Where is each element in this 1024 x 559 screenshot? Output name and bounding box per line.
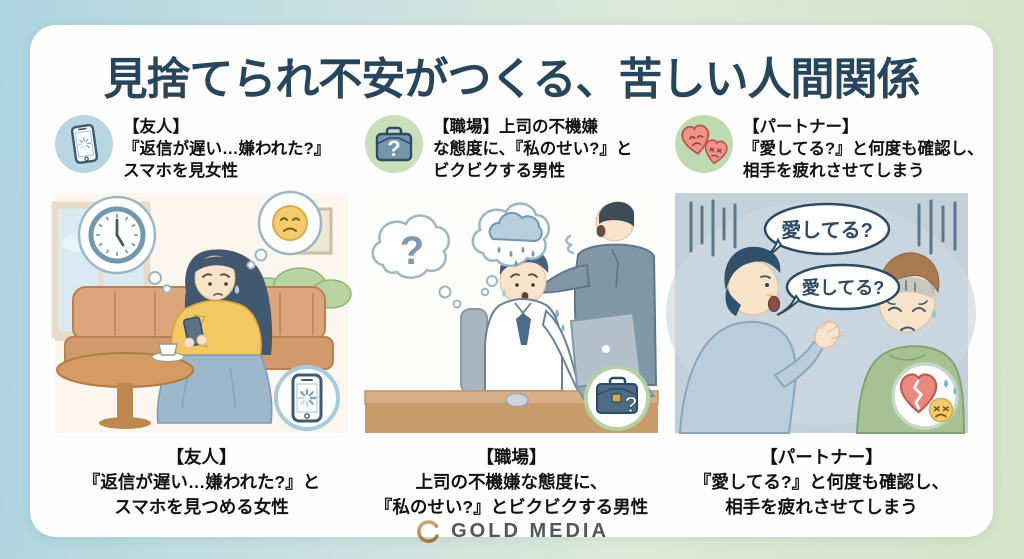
friend-header-text: 【友人】 『返信が遅い…嫌われた?』 スマホを見女性 [123,115,330,182]
footer-logo: GOLD MEDIA [0,518,1024,545]
page-title: 見捨てられ不安がつくる、苦しい人間関係 [103,55,920,104]
asking-partner-figure [678,246,845,434]
partner-header-text: 【パートナー】 『愛してる?』と何度も確認し、 相手を疲れさせてしまう [743,115,984,182]
friend-header: 【友人】 『返信が遅い…嫌われた?』 スマホを見女性 [55,115,348,193]
speech-bubble-2: 愛してる? [776,263,901,316]
workplace-header-line3: ビクビクする男性 [433,161,565,180]
speech-bubble-2-text: 愛してる? [802,277,884,298]
badge-question-glyph: ? [624,392,637,417]
sad-hearts-icon [675,115,733,173]
speech-bubble-1-text: 愛してる? [781,219,873,242]
office-chair [460,308,488,394]
friend-caption-line2: 『返信が遅い…嫌われた?』と [82,471,321,492]
couple-scene-illustration: 愛してる? 愛してる? [666,193,976,434]
brand-text: GOLD MEDIA [451,520,609,542]
partner-header-line1: 【パートナー】 [743,118,859,136]
workplace-caption-line3: 『私のせい?』とビクビクする男性 [374,496,649,517]
workplace-header-line2: な態度に、『私のせい?』と [433,139,633,158]
gold-media-g-icon [417,520,440,543]
workplace-caption-line1: 【職場】 [476,447,547,467]
clock-thought-bubble [77,195,172,294]
friend-caption-line3: スマホを見つめる女性 [114,496,289,517]
partner-header: 【パートナー】 『愛してる?』と何度も確認し、 相手を疲れさせてしまう [675,115,984,193]
workplace-caption: 【職場】 上司の不機嫌な態度に、 『私のせい?』とビクビクする男性 [365,445,658,520]
smartphone-loading-icon [55,115,113,173]
column-friend: 【友人】 『返信が遅い…嫌われた?』 スマホを見女性 [51,113,352,531]
workplace-header: ? 【職場】上司の不機嫌 な態度に、『私のせい?』と ビクビクする男性 [365,115,658,193]
question-thought-bubble: ? [371,214,462,309]
infographic-card: 見捨てられ不安がつくる、苦しい人間関係 [30,25,993,537]
friend-caption-line1: 【友人】 [166,447,237,467]
stress-lines-right [917,199,957,255]
partner-header-line3: 相手を疲れさせてしまう [743,161,925,180]
loading-phone-badge [274,365,340,431]
partner-caption: 【パートナー】 『愛してる?』と何度も確認し、 相手を疲れさせてしまう [675,445,968,520]
woman-figure [156,249,273,424]
partner-caption-line1: 【パートナー】 [760,447,883,467]
workplace-header-line1: 【職場】上司の不機嫌 [433,118,598,136]
friend-header-line1: 【友人】 [123,118,189,136]
partner-caption-line3: 相手を疲れさせてしまう [725,496,918,517]
briefcase-question-icon: ? [365,115,423,173]
speech-bubble-1: 愛してる? [758,202,891,262]
columns-row: 【友人】 『返信が遅い…嫌われた?』 スマホを見女性 [30,113,993,531]
rain-cloud-thought-bubble [471,202,551,297]
cafe-scene-illustration [51,190,352,433]
partner-caption-line2: 『愛してる?』と何度も確認し、 [693,471,950,492]
stress-lines-left [689,199,737,257]
cafe-table [56,343,194,429]
partner-header-line2: 『愛してる?』と何度も確認し、 [743,139,984,158]
workplace-caption-line2: 上司の不機嫌な態度に、 [415,471,608,492]
column-workplace: ? 【職場】上司の不機嫌 な態度に、『私のせい?』と ビクビクする男性 [364,113,659,531]
office-scene-illustration: ? [364,193,659,433]
friend-caption: 【友人】 『返信が遅い…嫌われた?』と スマホを見つめる女性 [55,445,348,520]
column-partner: 【パートナー】 『愛してる?』と何度も確認し、 相手を疲れさせてしまう [666,113,984,531]
friend-header-line3: スマホを見女性 [123,161,239,180]
workplace-header-text: 【職場】上司の不機嫌 な態度に、『私のせい?』と ビクビクする男性 [433,115,632,182]
huff-puff-mark [565,234,575,255]
computer-mouse [505,392,529,408]
briefcase-badge: ? [584,365,650,431]
friend-header-line2: 『返信が遅い…嫌われた?』 [123,139,331,158]
broken-heart-badge [891,362,959,430]
thought-question-glyph: ? [400,229,424,273]
briefcase-question-glyph: ? [387,136,400,161]
sad-face-thought-bubble [246,190,323,270]
